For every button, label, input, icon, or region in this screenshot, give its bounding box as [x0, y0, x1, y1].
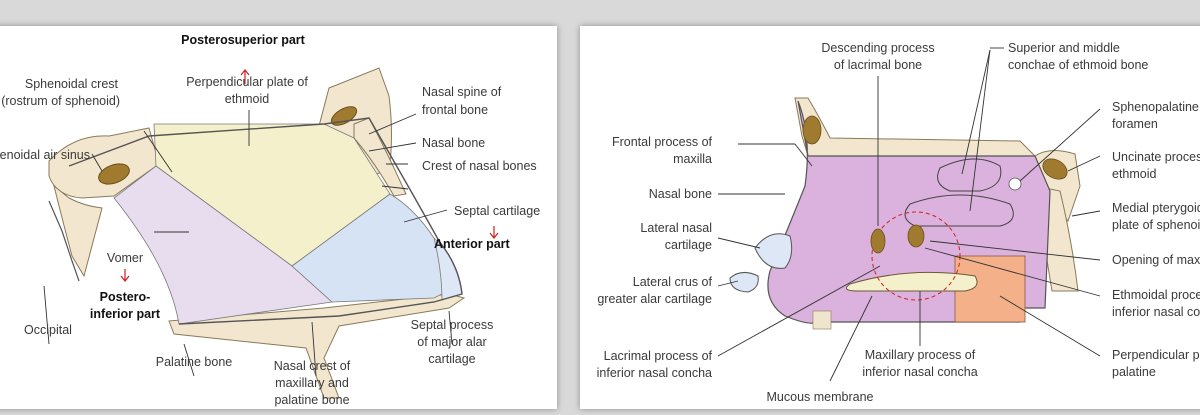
sphenopalatine-label-1: Sphenopalatine — [1112, 100, 1199, 114]
septal-cartilage-label: Septal cartilage — [454, 204, 540, 218]
inferior-concha — [845, 271, 978, 292]
lateral-nasal-wall-diagram: Descending process of lacrimal bone Supe… — [597, 41, 1200, 404]
lateral-nasal-wall-panel: Descending process of lacrimal bone Supe… — [580, 26, 1200, 409]
greater-alar-cartilage — [729, 272, 759, 293]
sphenoidal-crest-label-1: Sphenoidal crest — [25, 77, 119, 91]
mucous-membrane-label: Mucous membrane — [767, 390, 874, 404]
sphenoidal-sinus-right — [1042, 158, 1068, 180]
ethmoidal-process — [907, 224, 925, 248]
frontal-process-label-2: maxilla — [673, 152, 712, 166]
uncinate-label-2: ethmoid — [1112, 167, 1157, 181]
anterior-label: Anterior part — [434, 237, 511, 251]
nasal-crest-label-3: palatine bone — [274, 393, 349, 407]
medial-pterygoid-label-1: Medial pterygoid — [1112, 201, 1200, 215]
vomer-region — [113, 165, 333, 325]
palate-texture — [812, 310, 832, 330]
descending-label-1: Descending process — [821, 41, 934, 55]
occipital-outline — [48, 200, 80, 282]
frontal-process-label-1: Frontal process of — [612, 135, 713, 149]
nasal-spine-label-1: Nasal spine of — [422, 85, 502, 99]
ethmoidal-process-label-1: Ethmoidal process of — [1112, 288, 1200, 302]
posteroinferior-label-2: inferior part — [90, 307, 161, 321]
uncinate-label-1: Uncinate process of — [1112, 150, 1200, 164]
posteroinferior-label-1: Postero- — [100, 290, 151, 304]
maxillary-process-label-2: inferior nasal concha — [862, 365, 977, 379]
nasal-crest-label-1: Nasal crest of — [274, 359, 351, 373]
nasal-septum-diagram: Posterosuperior part Sphenoidal crest (r… — [0, 33, 540, 407]
sphenopalatine-label-2: foramen — [1112, 117, 1158, 131]
posteroinferior-arrow-icon — [120, 269, 130, 282]
superior-concha — [937, 158, 1002, 192]
perpendicular-label-2: palatine — [1112, 365, 1156, 379]
occipital-label: Occipital — [24, 323, 72, 337]
sphenoidal-sinus-label: Sphenoidal air sinus — [0, 148, 90, 162]
septal-process-label-3: cartilage — [428, 352, 475, 366]
lacrimal-process-label-1: Lacrimal process of — [604, 349, 713, 363]
frontal-bone-outline — [794, 97, 1037, 157]
lateral-nasal-label-1: Lateral nasal — [640, 221, 712, 235]
anterior-arrow-icon — [489, 226, 499, 239]
nasal-bone-right-label: Nasal bone — [649, 187, 712, 201]
perp-plate-label-2: ethmoid — [225, 92, 270, 106]
vomer-label: Vomer — [107, 251, 143, 265]
lateral-crus-label-1: Lateral crus of — [633, 275, 713, 289]
sphenoidal-crest-label-2: (rostrum of sphenoid) — [1, 94, 120, 108]
sphenopalatine-foramen — [1008, 177, 1022, 191]
lacrimal-process-label-2: inferior nasal concha — [597, 366, 712, 380]
crest-nasal-label: Crest of nasal bones — [422, 159, 537, 173]
lateral-nasal-label-2: cartilage — [665, 238, 712, 252]
frontal-sinus-right — [802, 115, 822, 145]
occipital-bone — [53, 184, 103, 278]
palatine-bone-label: Palatine bone — [156, 355, 233, 369]
descending-process-lacrimal — [870, 228, 886, 254]
right-leader-lines — [717, 47, 1101, 382]
nasal-spine-label-2: frontal bone — [422, 103, 488, 117]
posterosuperior-label: Posterosuperior part — [181, 33, 305, 47]
superior-middle-label-2: conchae of ethmoid bone — [1008, 58, 1148, 72]
sphenoidal-sinus — [98, 163, 130, 185]
lateral-nasal-cartilage — [754, 233, 793, 269]
nasal-septum-panel: Posterosuperior part Sphenoidal crest (r… — [0, 26, 557, 409]
middle-concha — [904, 194, 1014, 227]
lateral-crus-label-2: greater alar cartilage — [597, 292, 712, 306]
maxillary-process-label-1: Maxillary process of — [865, 348, 976, 362]
opening-label: Opening of maxillary sinus — [1112, 253, 1200, 267]
nasal-bone-label: Nasal bone — [422, 136, 485, 150]
ethmoidal-process-label-2: inferior nasal concha — [1112, 305, 1200, 319]
septal-process-label-1: Septal process — [411, 318, 494, 332]
posterosuperior-arrow-icon — [240, 69, 250, 84]
perp-plate-label-1: Perpendicular plate of — [186, 75, 308, 89]
superior-middle-label-1: Superior and middle — [1008, 41, 1120, 55]
perpendicular-label-1: Perpendicular plate of — [1112, 348, 1200, 362]
left-leader-lines — [43, 110, 453, 377]
maxillary-sinus-opening — [871, 211, 961, 301]
descending-label-2: of lacrimal bone — [834, 58, 922, 72]
nasal-crest-label-2: maxillary and — [275, 376, 349, 390]
nasal-bone-shape — [353, 117, 407, 197]
medial-pterygoid-label-2: plate of sphenoid — [1112, 218, 1200, 232]
septal-process-label-2: of major alar — [417, 335, 486, 349]
